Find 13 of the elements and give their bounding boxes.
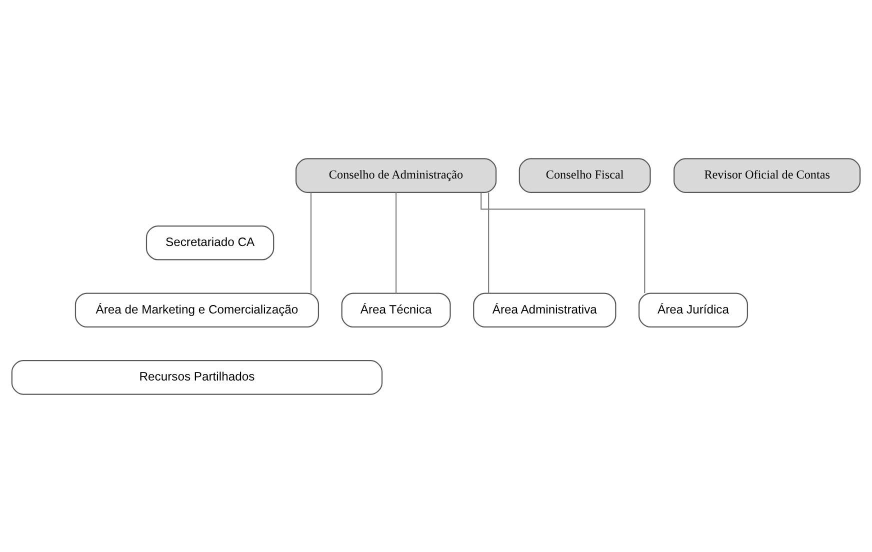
node-box: Área Técnica xyxy=(341,292,451,328)
node-box: Área de Marketing e Comercialização xyxy=(74,292,320,328)
connector xyxy=(310,192,312,293)
connector xyxy=(480,192,646,293)
node-box: Área Jurídica xyxy=(638,292,748,328)
node-box: Área Administrativa xyxy=(473,292,616,328)
node-box: Revisor Oficial de Contas xyxy=(674,158,861,192)
node-box: Recursos Partilhados xyxy=(11,360,383,394)
connector xyxy=(488,192,490,293)
node-box: Conselho Fiscal xyxy=(518,158,651,192)
connector xyxy=(395,192,397,293)
node-box: Conselho de Administração xyxy=(295,158,497,192)
node-box: Secretariado CA xyxy=(146,224,274,260)
